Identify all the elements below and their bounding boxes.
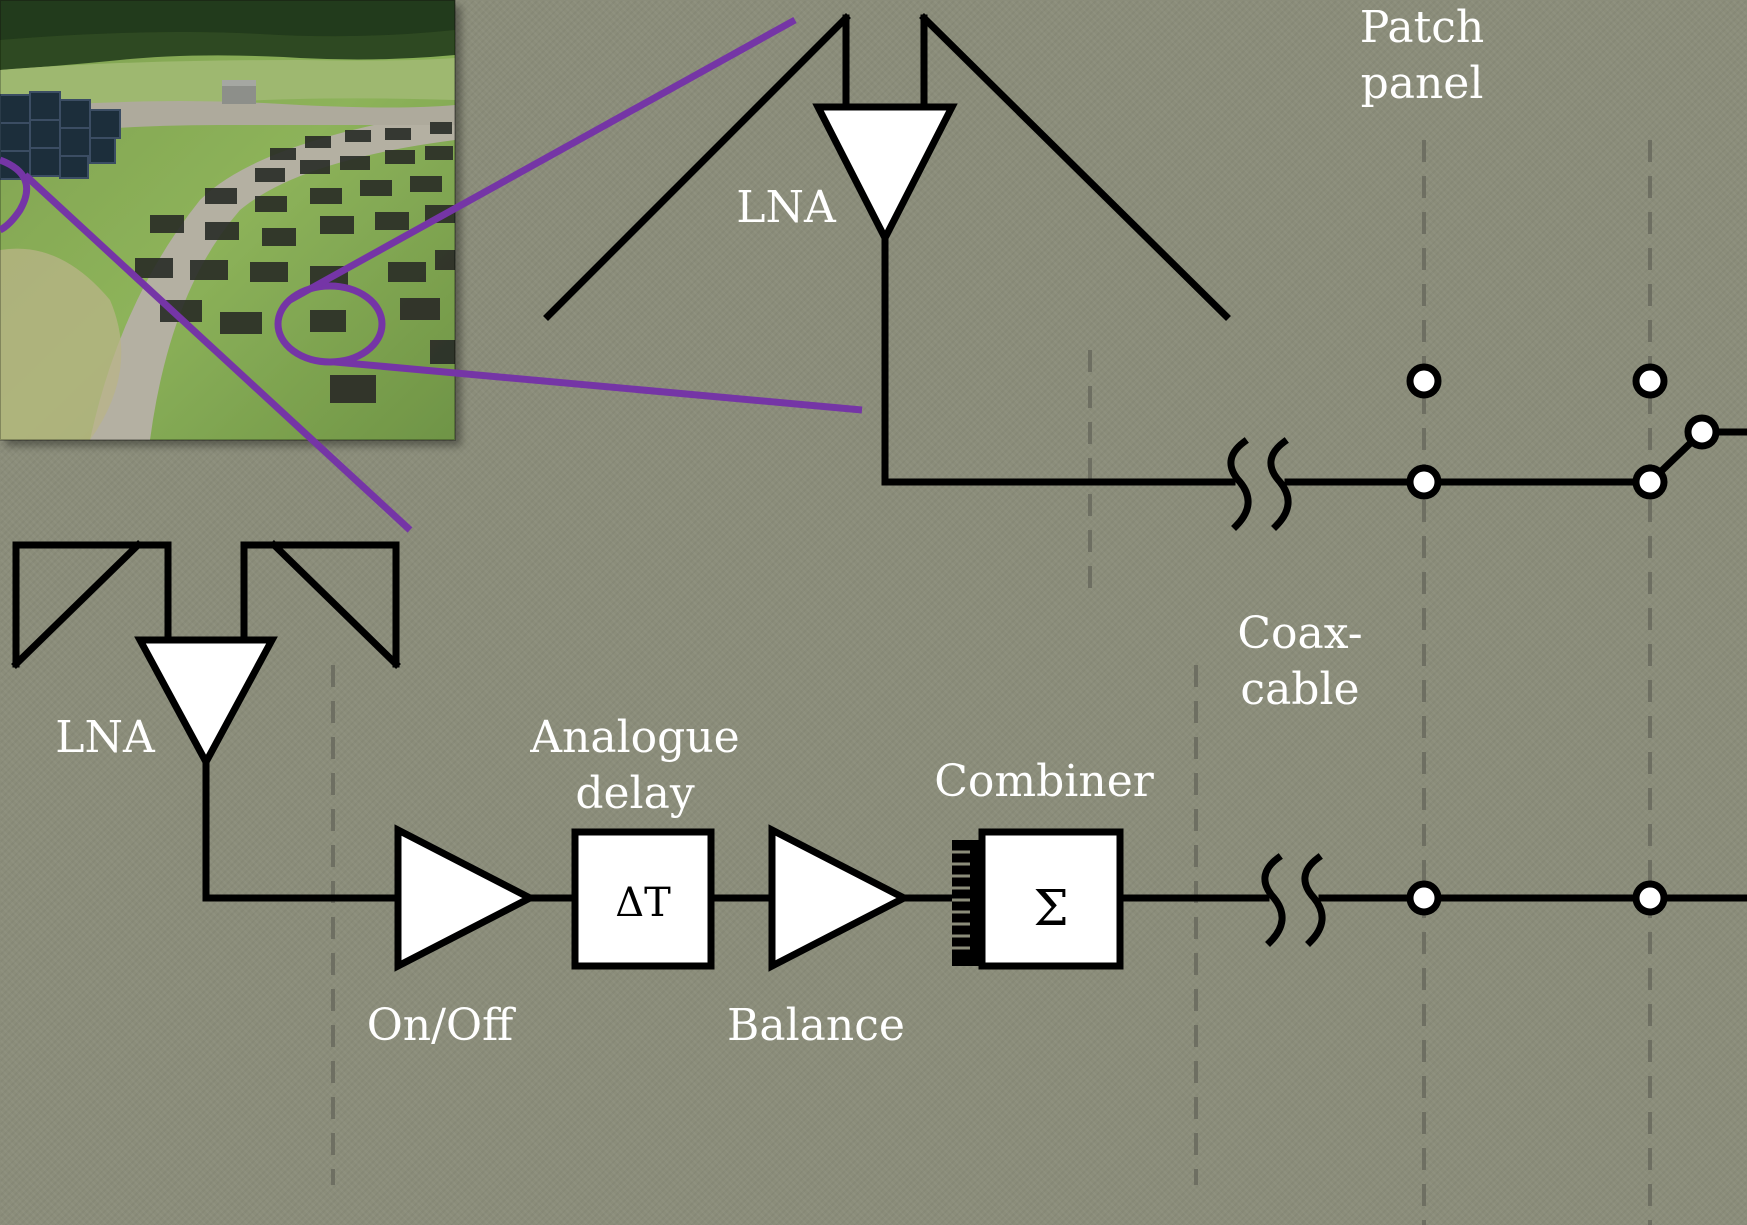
bottom-antenna-chain xyxy=(11,540,1747,972)
top-lna-label: LNA xyxy=(736,182,837,233)
labels: Patch panel LNA Coax- cable LNA Analogue… xyxy=(55,2,1484,1051)
analogue-delay-label: delay xyxy=(575,768,695,819)
patch-panel-terminal xyxy=(1406,464,1442,500)
patch-panel-terminal xyxy=(1632,363,1668,399)
on-off-amplifier xyxy=(394,824,538,972)
top-antenna-left-arm xyxy=(543,13,851,321)
patch-panel-terminal xyxy=(1406,880,1442,916)
top-antenna-chain xyxy=(543,13,1747,531)
top-coax-break xyxy=(1227,437,1252,531)
coax-cable-label: Coax- xyxy=(1237,608,1362,659)
sigma-symbol: Σ xyxy=(1033,879,1068,937)
combiner-label: Combiner xyxy=(934,756,1154,807)
dashed-boundaries xyxy=(331,140,1652,1225)
bottom-coax-break xyxy=(1261,853,1286,947)
bottom-lna-triangle xyxy=(134,636,278,770)
top-antenna-right-arm xyxy=(919,13,1231,321)
patch-panel-label: Patch xyxy=(1360,2,1485,53)
balance-amplifier xyxy=(768,824,912,972)
patch-panel-terminal xyxy=(1632,880,1668,916)
top-lna-triangle xyxy=(812,103,958,246)
patch-panel-terminal xyxy=(1406,363,1442,399)
aerial-photo xyxy=(0,0,456,441)
coax-cable-label: cable xyxy=(1240,664,1359,715)
analogue-delay-label: Analogue xyxy=(529,712,739,763)
patch-panel-terminal xyxy=(1632,464,1668,500)
bottom-lna-label: LNA xyxy=(55,712,156,763)
zoom-highlight xyxy=(0,16,863,533)
delta-t-symbol: ΔT xyxy=(615,880,671,926)
on-off-label: On/Off xyxy=(367,1000,516,1051)
balance-label: Balance xyxy=(727,1000,905,1051)
combiner-box xyxy=(978,828,1124,970)
patch-panel-label: panel xyxy=(1361,58,1484,109)
patch-panel-terminal xyxy=(1684,414,1720,450)
